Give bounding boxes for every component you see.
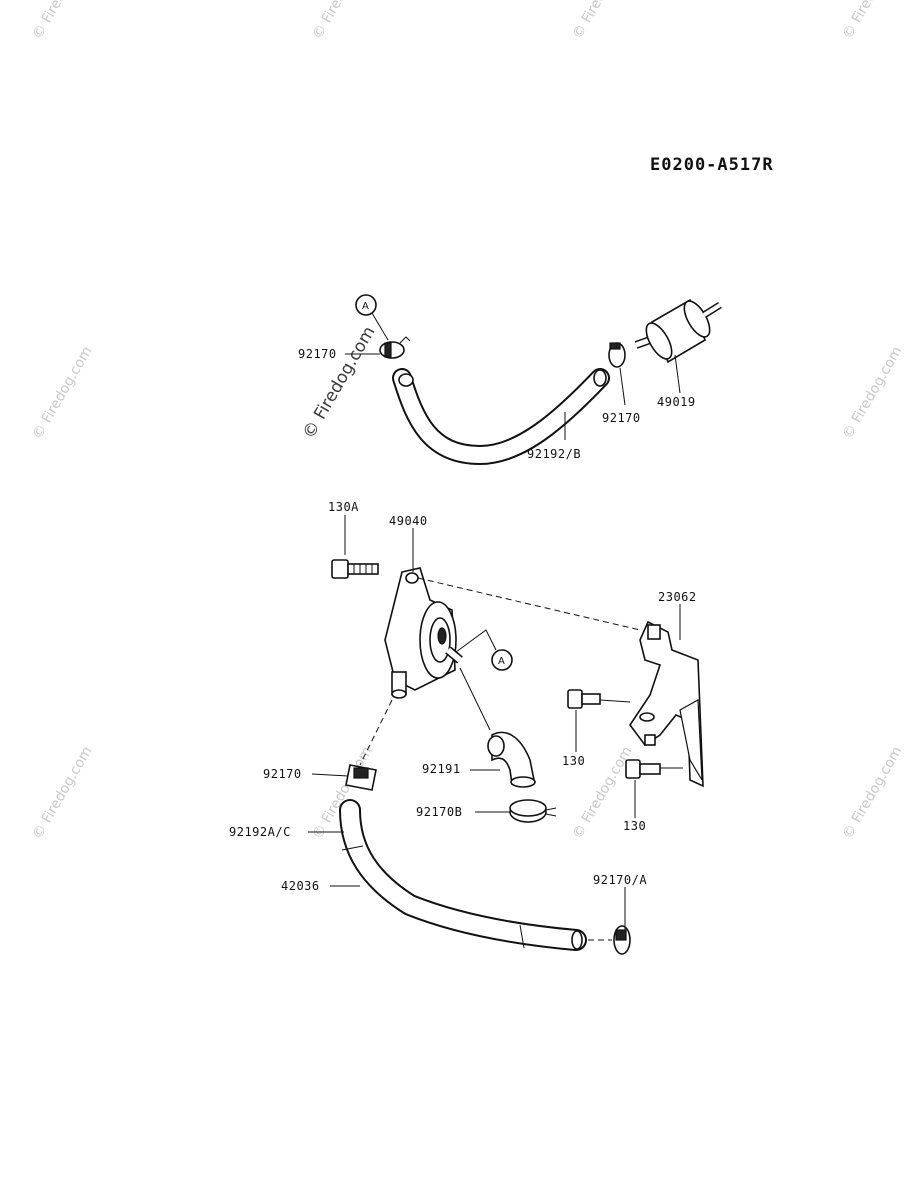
top-assembly: A 92170 92170 49019 92192/B (298, 294, 722, 466)
diagram-code: E0200-A517R (650, 155, 774, 175)
clamp-92170b (509, 799, 557, 823)
clamp-92170-top-mid (608, 342, 626, 368)
label-130a: 130A (328, 500, 359, 514)
label-92192b: 92192/B (527, 447, 581, 461)
label-42036: 42036 (281, 879, 320, 893)
label-23062: 23062 (658, 590, 697, 604)
alignment-line (359, 699, 393, 766)
watermark-text-dark: © Firedog.com (299, 323, 380, 442)
bolt-130-lower (625, 759, 683, 779)
watermark-text: © Firedog.com (840, 0, 906, 42)
label-92170b: 92170B (416, 805, 462, 819)
watermark-text: © Firedog.com (840, 344, 906, 442)
label-49040: 49040 (389, 514, 428, 528)
label-92170: 92170 (602, 411, 641, 425)
watermark-text: © Firedog.com (30, 744, 96, 842)
watermark-text: © Firedog.com (310, 0, 376, 42)
bolt-130-upper (567, 689, 631, 709)
alignment-line (417, 577, 641, 631)
label-130: 130 (623, 819, 646, 833)
bolt-130a (331, 559, 379, 579)
watermark-text: © Firedog.com (570, 0, 636, 42)
hose-elbow-92191 (487, 731, 536, 788)
hose-end (398, 373, 414, 387)
bottom-assembly: A (229, 500, 704, 955)
label-92170: 92170 (298, 347, 337, 361)
label-92191: 92191 (422, 762, 461, 776)
label-92192ac: 92192A/C (229, 825, 291, 839)
fuel-filter-49019 (634, 298, 722, 364)
label-92170a: 92170/A (593, 873, 647, 887)
ref-marker-a-top: A (355, 294, 389, 341)
watermark-text: © Firedog.com (30, 344, 96, 442)
label-92170: 92170 (263, 767, 302, 781)
watermark-text: © Firedog.com (840, 744, 906, 842)
clamp-92170a (588, 925, 631, 955)
fuel-pump-49040 (384, 567, 463, 699)
watermarks: © Firedog.com © Firedog.com © Firedog.co… (30, 0, 906, 842)
watermark-text: © Firedog.com (30, 0, 96, 42)
svg-text:A: A (362, 301, 369, 312)
clamp-92170-top-left (379, 336, 411, 359)
label-130: 130 (562, 754, 585, 768)
svg-text:A: A (498, 656, 505, 667)
label-49019: 49019 (657, 395, 696, 409)
clamp-92170-mid (345, 764, 377, 791)
bracket-23062 (629, 620, 704, 788)
ref-marker-a-bottom: A (455, 629, 513, 671)
